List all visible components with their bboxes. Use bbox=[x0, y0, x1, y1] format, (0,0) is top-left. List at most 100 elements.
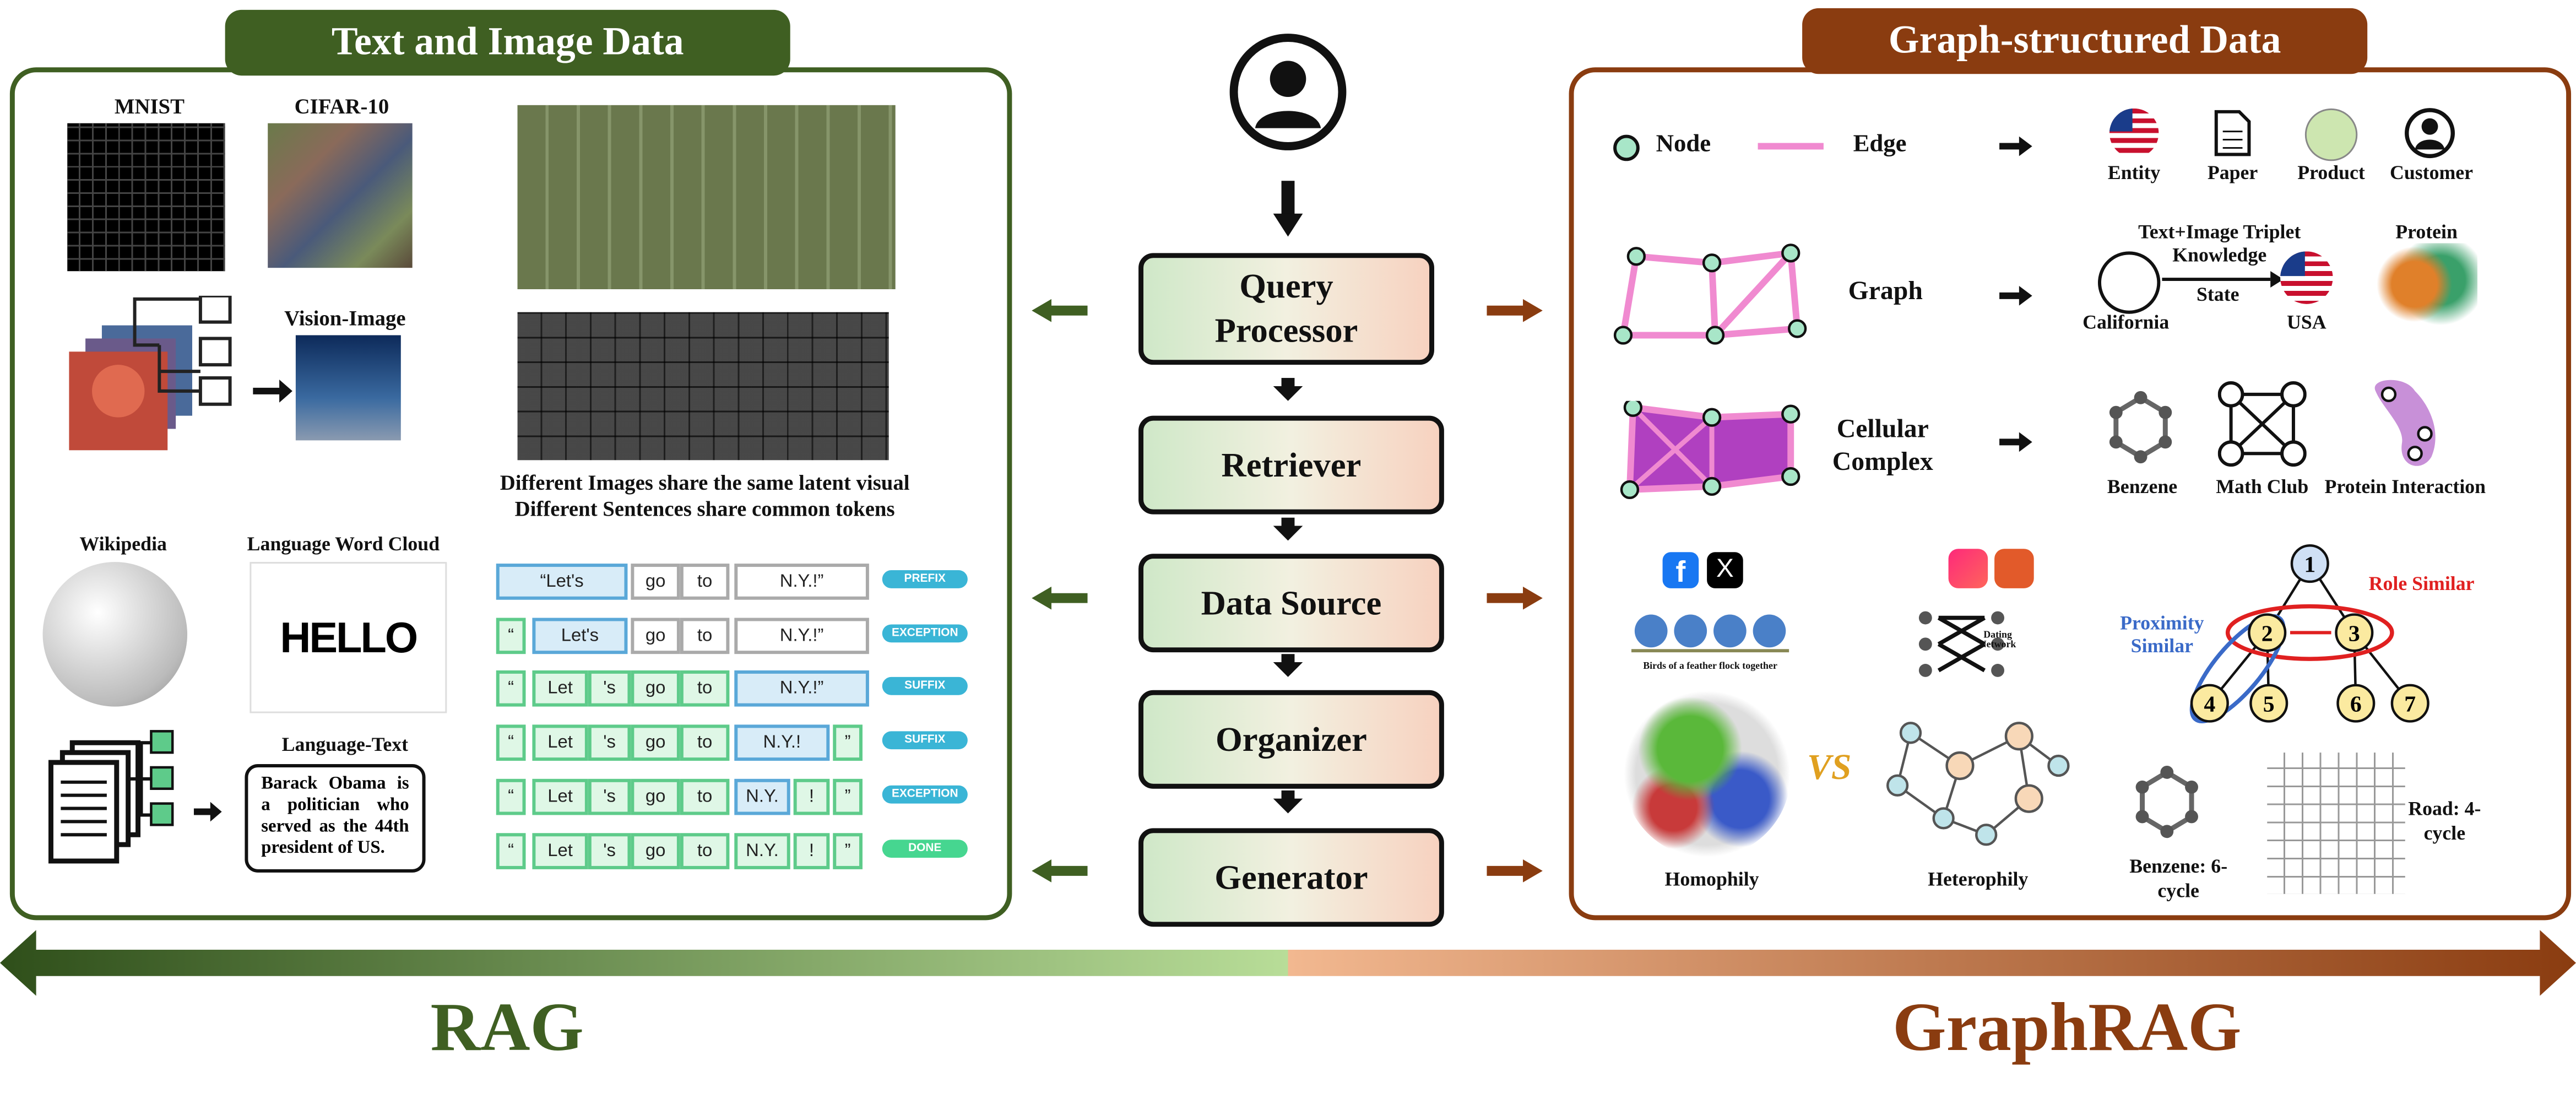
benzene-molecule-icon bbox=[2100, 385, 2182, 478]
document-stack-icon bbox=[46, 729, 227, 871]
tinder-icon bbox=[1948, 549, 1988, 588]
token: to bbox=[680, 724, 730, 761]
cellular-complex-icon bbox=[1620, 398, 1804, 508]
graph-label: Graph bbox=[1848, 278, 1923, 306]
token: “Let's bbox=[496, 564, 628, 600]
user-icon bbox=[1229, 33, 1347, 151]
down-arrow-icon bbox=[1273, 378, 1303, 409]
token: to bbox=[680, 618, 730, 654]
birds-caption: Birds of a feather flock together bbox=[1643, 662, 1777, 672]
landmark-image-grid bbox=[517, 105, 896, 289]
token: 's bbox=[588, 833, 631, 869]
customer-label: Customer bbox=[2389, 161, 2474, 185]
token: N.Y.! bbox=[734, 724, 830, 761]
graphrag-label: GraphRAG bbox=[1892, 990, 2242, 1067]
pipeline-step-query-processor: Query Processor bbox=[1138, 253, 1434, 365]
token-stage-pill: SUFFIX bbox=[882, 731, 968, 750]
token-stage-pill: DONE bbox=[882, 840, 968, 858]
arrow-right-icon-3 bbox=[1999, 430, 2032, 460]
tree-node-label: 1 bbox=[2304, 552, 2315, 577]
protein-label: Protein bbox=[2395, 220, 2458, 243]
token: “ bbox=[496, 724, 526, 761]
token: Let bbox=[532, 670, 588, 707]
down-arrow-icon bbox=[1273, 517, 1303, 549]
language-text-label: Language-Text bbox=[281, 733, 409, 756]
token: Let bbox=[532, 833, 588, 869]
homophily-network-image bbox=[1623, 690, 1791, 858]
token: go bbox=[631, 778, 680, 815]
role-similar-ellipse bbox=[2225, 604, 2394, 661]
knowledge-label: Knowledge bbox=[2172, 243, 2267, 267]
token: go bbox=[631, 833, 680, 869]
dating-network-icon bbox=[1916, 602, 2008, 695]
token: 's bbox=[588, 670, 631, 707]
right-arrow-icon bbox=[1487, 586, 1543, 618]
token: go bbox=[631, 564, 680, 600]
dating-network-label: Dating Network bbox=[1979, 631, 2016, 651]
us-flag-icon bbox=[2109, 108, 2159, 158]
benzene-cycle-label: Benzene: 6-cycle bbox=[2129, 854, 2228, 902]
x-icon: X bbox=[1707, 552, 1743, 588]
token: Let's bbox=[532, 618, 628, 654]
math-club-label: Math Club bbox=[2216, 475, 2309, 498]
cifar-label: CIFAR-10 bbox=[294, 94, 389, 118]
right-arrow-icon bbox=[1487, 859, 1543, 891]
token: go bbox=[631, 670, 680, 707]
token: N.Y. bbox=[734, 833, 790, 869]
california-label: California bbox=[2083, 310, 2170, 334]
homophily-label: Homophily bbox=[1664, 867, 1759, 891]
node-legend-icon bbox=[1613, 134, 1640, 161]
dating-app-icon bbox=[1994, 549, 2034, 588]
image-stack-icon bbox=[69, 294, 299, 460]
token: Let bbox=[532, 724, 588, 761]
down-arrow-icon bbox=[1273, 654, 1303, 685]
graph-example-icon bbox=[1613, 243, 1810, 360]
customer-icon bbox=[2404, 107, 2456, 167]
triplet-title: Text+Image Triplet bbox=[2138, 220, 2301, 243]
down-arrow-icon bbox=[1273, 790, 1303, 822]
mnist-label: MNIST bbox=[114, 94, 185, 118]
word-cloud-image: HELLO bbox=[250, 562, 447, 713]
tree-node-label: 6 bbox=[2350, 692, 2362, 717]
pipeline-step-organizer: Organizer bbox=[1138, 690, 1444, 789]
left-arrow-icon bbox=[1032, 299, 1088, 331]
paper-label: Paper bbox=[2207, 161, 2258, 185]
protein-interaction-icon bbox=[2366, 378, 2444, 478]
left-arrow-icon bbox=[1032, 586, 1088, 618]
product-watering-can-icon bbox=[2304, 108, 2358, 161]
proximity-similar-label: Proximity Similar bbox=[2120, 611, 2204, 658]
pipeline-step-retriever: Retriever bbox=[1138, 415, 1444, 515]
token: Let bbox=[532, 778, 588, 815]
latent-caption-1: Different Images share the same latent v… bbox=[500, 470, 910, 495]
down-arrow-icon bbox=[1273, 181, 1303, 245]
token: go bbox=[631, 618, 680, 654]
token: to bbox=[680, 833, 730, 869]
token: “ bbox=[496, 670, 526, 707]
math-club-icon bbox=[2217, 381, 2307, 475]
token: ” bbox=[833, 833, 863, 869]
usa-label: USA bbox=[2286, 310, 2326, 334]
tree-node bbox=[2249, 684, 2288, 723]
arrow-right-icon bbox=[1999, 135, 2032, 165]
token: 's bbox=[588, 724, 631, 761]
token: go bbox=[631, 724, 680, 761]
token: 's bbox=[588, 778, 631, 815]
token: N.Y.!” bbox=[734, 618, 869, 654]
token: ! bbox=[793, 778, 830, 815]
rag-label: RAG bbox=[430, 990, 584, 1067]
wikipedia-label: Wikipedia bbox=[79, 532, 167, 556]
protein-interaction-label: Protein Interaction bbox=[2324, 475, 2486, 498]
pipeline-step-data-source: Data Source bbox=[1138, 554, 1444, 653]
product-label: Product bbox=[2297, 161, 2365, 185]
role-similar-label: Role Similar bbox=[2368, 572, 2475, 595]
cifar-grid-image bbox=[268, 123, 413, 268]
benzene-cycle-icon bbox=[2126, 759, 2208, 853]
tree-node-label: 3 bbox=[2349, 621, 2360, 646]
state-label: State bbox=[2196, 283, 2239, 306]
token: to bbox=[680, 778, 730, 815]
road-network-image bbox=[2267, 753, 2405, 894]
cellular-complex-label: Cellular Complex bbox=[1832, 415, 1933, 477]
tree-node bbox=[2248, 613, 2287, 652]
token-stage-pill: EXCEPTION bbox=[882, 624, 968, 643]
filter-feature-grid bbox=[517, 312, 889, 461]
